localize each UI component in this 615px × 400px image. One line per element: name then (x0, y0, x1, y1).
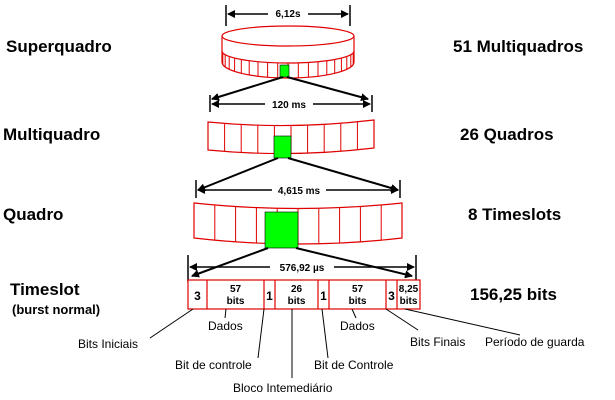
zoom-arrow-right-3 (295, 247, 413, 279)
frame-duration: 4,615 ms (278, 186, 321, 197)
zoom-arrow-right-2 (287, 157, 399, 192)
multiframe-dim-bg (265, 97, 313, 111)
annotation-tail-start: Bits Iniciais (78, 337, 138, 351)
count-timeslot: 156,25 bits (470, 285, 557, 304)
zoom-arrow-left-3 (191, 247, 269, 278)
burst-outline (187, 279, 421, 310)
leader-control-2 (321, 308, 329, 359)
ring-top-edge (221, 25, 355, 47)
multiframe-band (207, 119, 375, 159)
label-superframe: Superquadro (6, 37, 112, 56)
leader-tail-start (149, 308, 194, 339)
zoom-arrow-left-2 (197, 157, 279, 192)
burst-field-bits: 8,25 (399, 284, 419, 295)
count-frame: 8 Timeslots (468, 205, 561, 224)
burst-field-bits: 57 (352, 284, 364, 295)
leader-data-2 (351, 308, 357, 319)
burst-field-bits: 3 (194, 289, 201, 303)
burst-field-unit: bits (400, 296, 418, 307)
frame-highlight-timeslot (264, 211, 299, 249)
multiframe-duration: 120 ms (272, 100, 306, 111)
annotation-tail-end: Bits Finais (410, 335, 465, 349)
burst-field-bits: 1 (266, 289, 273, 303)
timeslot-duration: 576,92 µs (280, 263, 325, 274)
burst-field: 1 (317, 280, 327, 309)
burst-field-bits: 3 (388, 289, 395, 303)
frame-band (193, 202, 403, 249)
superframe-ring (221, 25, 355, 79)
annotation-leaders (149, 308, 521, 378)
annotation-guard: Período de guarda (485, 335, 585, 349)
label-multiframe: Multiquadro (3, 125, 100, 144)
superframe-dim-bg (268, 6, 308, 20)
leader-guard (404, 308, 521, 336)
burst-field-bits: 57 (230, 284, 242, 295)
annotation-control-1: Bit de controle (175, 358, 252, 372)
label-timeslot-sub: (burst normal) (12, 302, 100, 317)
frame-dim-bg (272, 183, 326, 197)
burst-field-bits: 26 (291, 284, 303, 295)
ring-inner-edge (221, 50, 355, 64)
annotation-data-1: Dados (208, 319, 243, 333)
zoom-arrow-left-1 (211, 76, 284, 101)
annotation-data-2: Dados (340, 319, 375, 333)
burst-field: 3 (194, 289, 201, 303)
superframe-highlight-multiframe (279, 64, 290, 78)
multiframe-highlight-frame (273, 135, 292, 159)
label-timeslot: Timeslot (10, 280, 80, 299)
annotation-training: Bloco Intemediário (233, 381, 333, 395)
leader-tail-end (385, 308, 419, 331)
burst-field: 1 (263, 280, 273, 309)
burst-field: 3 (385, 280, 395, 309)
leader-control-1 (257, 308, 265, 359)
burst-field-unit: bits (227, 296, 245, 307)
superframe-duration: 6,12s (275, 9, 300, 20)
burst-field-unit: bits (349, 296, 367, 307)
burst-field-unit: bits (288, 296, 306, 307)
leader-data-1 (224, 308, 227, 319)
count-multiframe: 26 Quadros (460, 125, 554, 144)
burst-field-bits: 1 (320, 289, 327, 303)
annotation-control-2: Bit de Controle (314, 358, 394, 372)
timeslot-dim-bg (270, 260, 334, 274)
zoom-arrow-right-1 (286, 76, 369, 102)
label-frame: Quadro (3, 205, 63, 224)
count-superframe: 51 Multiquadros (453, 37, 583, 56)
